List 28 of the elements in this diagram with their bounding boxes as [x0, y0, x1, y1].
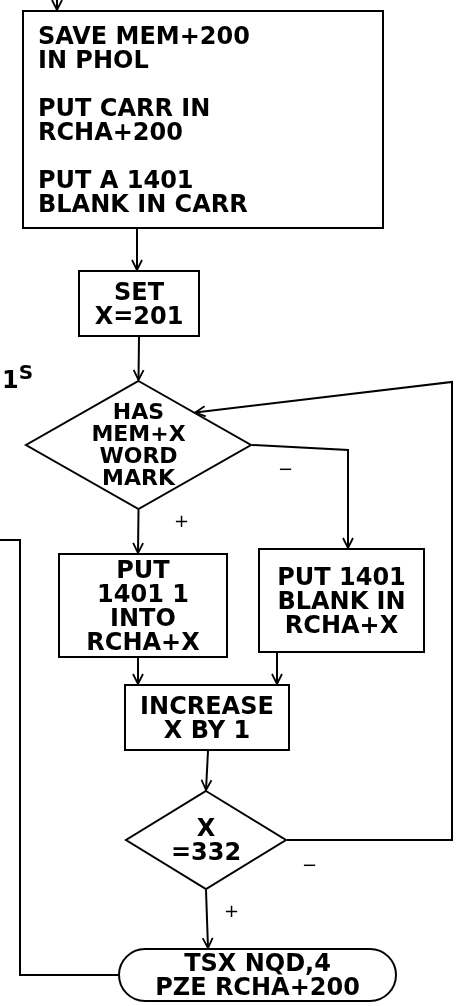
box-text: SAVE MEM+200 IN PHOL — [38, 23, 251, 72]
box-text: TSX NQD,4 PZE RCHA+200 — [155, 951, 360, 999]
box-text: INCREASE X BY 1 — [139, 693, 275, 742]
arrow — [132, 509, 144, 554]
process-box — [58, 553, 228, 658]
arrow — [51, 0, 63, 11]
process-box — [124, 684, 290, 751]
box-text: PUT A 1401 BLANK IN CARR — [38, 167, 249, 216]
arrow — [132, 657, 144, 685]
process-box — [258, 548, 425, 653]
arrow — [200, 750, 213, 791]
process-box — [22, 10, 384, 229]
arrow — [194, 380, 453, 841]
terminal-box — [118, 948, 397, 1002]
box-text: SET X=201 — [93, 279, 185, 328]
box-text: HAS MEM+X WORD MARK — [90, 401, 187, 489]
arrow — [131, 228, 143, 271]
decision-diamond — [125, 790, 287, 890]
decision-diamond — [25, 380, 252, 510]
arrow — [132, 336, 145, 381]
box-text: PUT 1401 1 INTO RCHA+X — [85, 557, 201, 654]
box-text: PUT 1401 BLANK IN RCHA+X — [276, 564, 407, 637]
arrow — [271, 652, 283, 685]
box-text: PUT CARR IN RCHA+200 — [38, 95, 212, 144]
arrow — [251, 444, 354, 549]
process-box — [78, 270, 200, 337]
arrow — [201, 889, 214, 949]
box-text: X =332 — [169, 816, 243, 864]
